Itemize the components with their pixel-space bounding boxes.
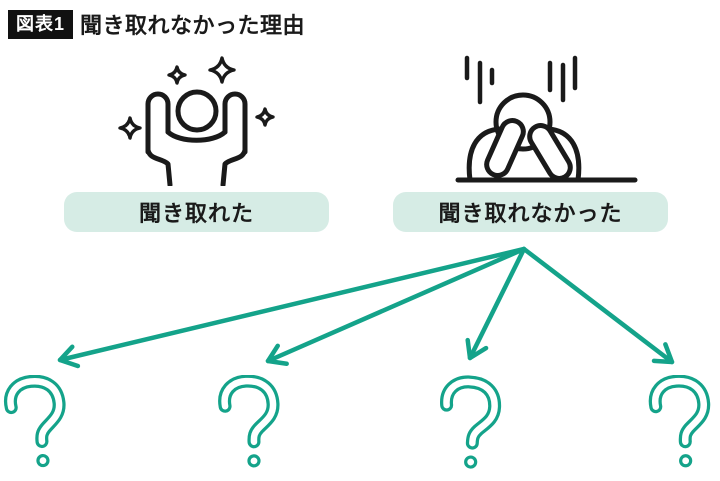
right-shoulder xyxy=(546,126,582,183)
sparkle-icon xyxy=(118,116,142,140)
heard-label: 聞き取れた xyxy=(138,201,254,226)
question-mark-row xyxy=(0,375,720,481)
person-head xyxy=(175,89,219,133)
not-heard-label: 聞き取れなかった xyxy=(438,201,623,226)
left-shoulder xyxy=(466,126,502,183)
question-mark-icon xyxy=(444,381,495,468)
arrow xyxy=(265,246,527,366)
sparkle-icon xyxy=(255,107,275,127)
right-arm xyxy=(222,91,248,155)
question-mark-icon xyxy=(654,379,708,467)
gloom-lines xyxy=(464,55,578,105)
sparkle-icon xyxy=(208,56,236,84)
person-head xyxy=(493,92,553,152)
figure-number-badge: 図表1 xyxy=(8,9,74,39)
sparkle-icon xyxy=(167,65,187,85)
arrow xyxy=(465,246,527,361)
figure-title: 聞き取れなかった理由 xyxy=(80,13,306,38)
sparkle-icons xyxy=(118,56,275,140)
chest xyxy=(165,129,228,143)
heard-label-pill: 聞き取れた xyxy=(64,192,329,232)
figure-header: 図表1 聞き取れなかった理由 xyxy=(8,8,305,40)
left-hand-arm xyxy=(484,118,526,178)
person-head-in-hands-icon xyxy=(455,55,638,183)
arrow xyxy=(57,246,527,369)
right-body-leg xyxy=(220,147,248,186)
question-mark-icon xyxy=(224,380,277,467)
left-arm xyxy=(145,91,171,155)
right-hand-arm xyxy=(527,123,573,181)
left-body-leg xyxy=(145,147,173,186)
arrow xyxy=(521,246,675,365)
cheering-person-sparkles-icon xyxy=(118,56,275,186)
not-heard-label-pill: 聞き取れなかった xyxy=(393,192,668,232)
question-mark-icon xyxy=(8,379,65,469)
